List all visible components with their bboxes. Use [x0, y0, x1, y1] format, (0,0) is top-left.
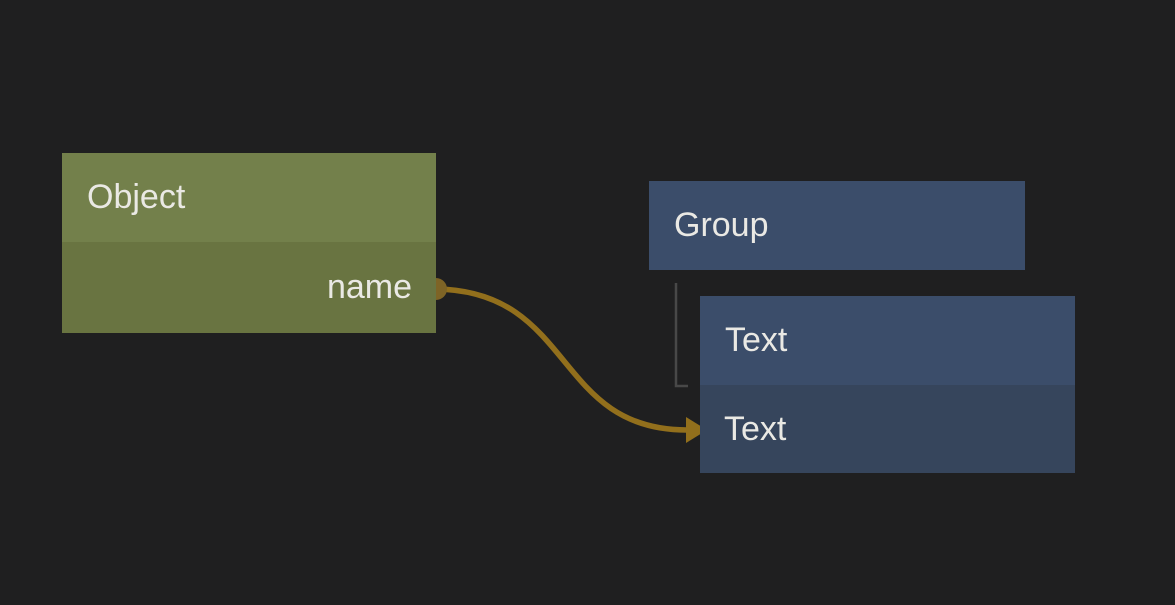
node-text-body: Text: [700, 385, 1075, 473]
node-text-header[interactable]: Text: [700, 296, 1075, 385]
node-text-input-row[interactable]: Text: [700, 385, 1075, 473]
input-row-label: Text: [724, 409, 787, 448]
node-object-output-row-name[interactable]: name: [62, 242, 436, 333]
node-object[interactable]: Object name: [62, 153, 436, 333]
node-object-title: Object: [87, 178, 186, 216]
node-text-title: Text: [725, 321, 788, 359]
group-child-tree-connector: [674, 283, 688, 388]
node-object-header[interactable]: Object: [62, 153, 436, 242]
output-port-label: name: [326, 268, 412, 306]
node-object-body: name: [62, 242, 436, 333]
node-group[interactable]: Group: [649, 181, 1025, 270]
node-group-title: Group: [674, 206, 769, 244]
node-group-header[interactable]: Group: [649, 181, 1025, 270]
connection-wire[interactable]: [435, 286, 688, 433]
node-text[interactable]: Text Text: [700, 296, 1075, 473]
